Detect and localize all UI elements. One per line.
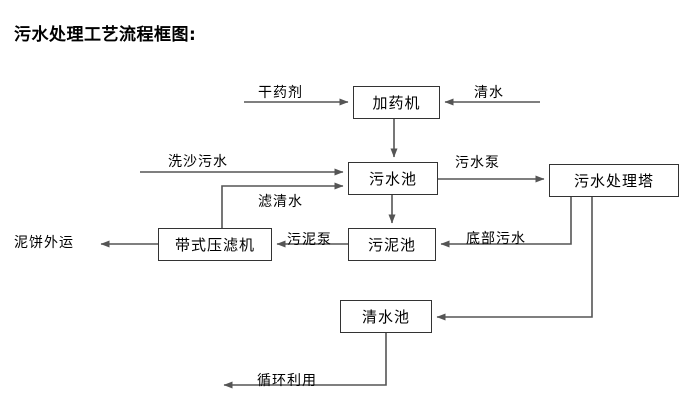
connector-tower-to-clean-water (436, 197, 593, 321)
edge-label-bottom-sewage: 底部污水 (466, 231, 526, 247)
edge-label-sand-wash-sewage: 洗沙污水 (168, 154, 228, 170)
node-sludge-pool[interactable]: 污泥池 (348, 228, 436, 261)
node-sewage-pool[interactable]: 污水池 (348, 162, 438, 195)
edge-label-dry-reagent: 干药剂 (258, 85, 303, 101)
edge-label-recycle-reuse: 循环利用 (257, 373, 317, 389)
node-clean-water-pool[interactable]: 清水池 (340, 300, 432, 333)
edge-label-sludge-pump: 污泥泵 (287, 232, 332, 248)
edge-label-filtrate-water: 滤清水 (258, 194, 303, 210)
node-dosing-machine[interactable]: 加药机 (353, 86, 440, 119)
edge-label-clean-water-in: 清水 (474, 85, 504, 101)
node-belt-filter-press[interactable]: 带式压滤机 (158, 228, 272, 261)
edge-label-mud-cake-out: 泥饼外运 (14, 235, 74, 251)
edge-label-sewage-pump: 污水泵 (455, 155, 500, 171)
page-title: 污水处理工艺流程框图: (14, 25, 197, 45)
node-sewage-treatment-tower[interactable]: 污水处理塔 (549, 164, 679, 197)
